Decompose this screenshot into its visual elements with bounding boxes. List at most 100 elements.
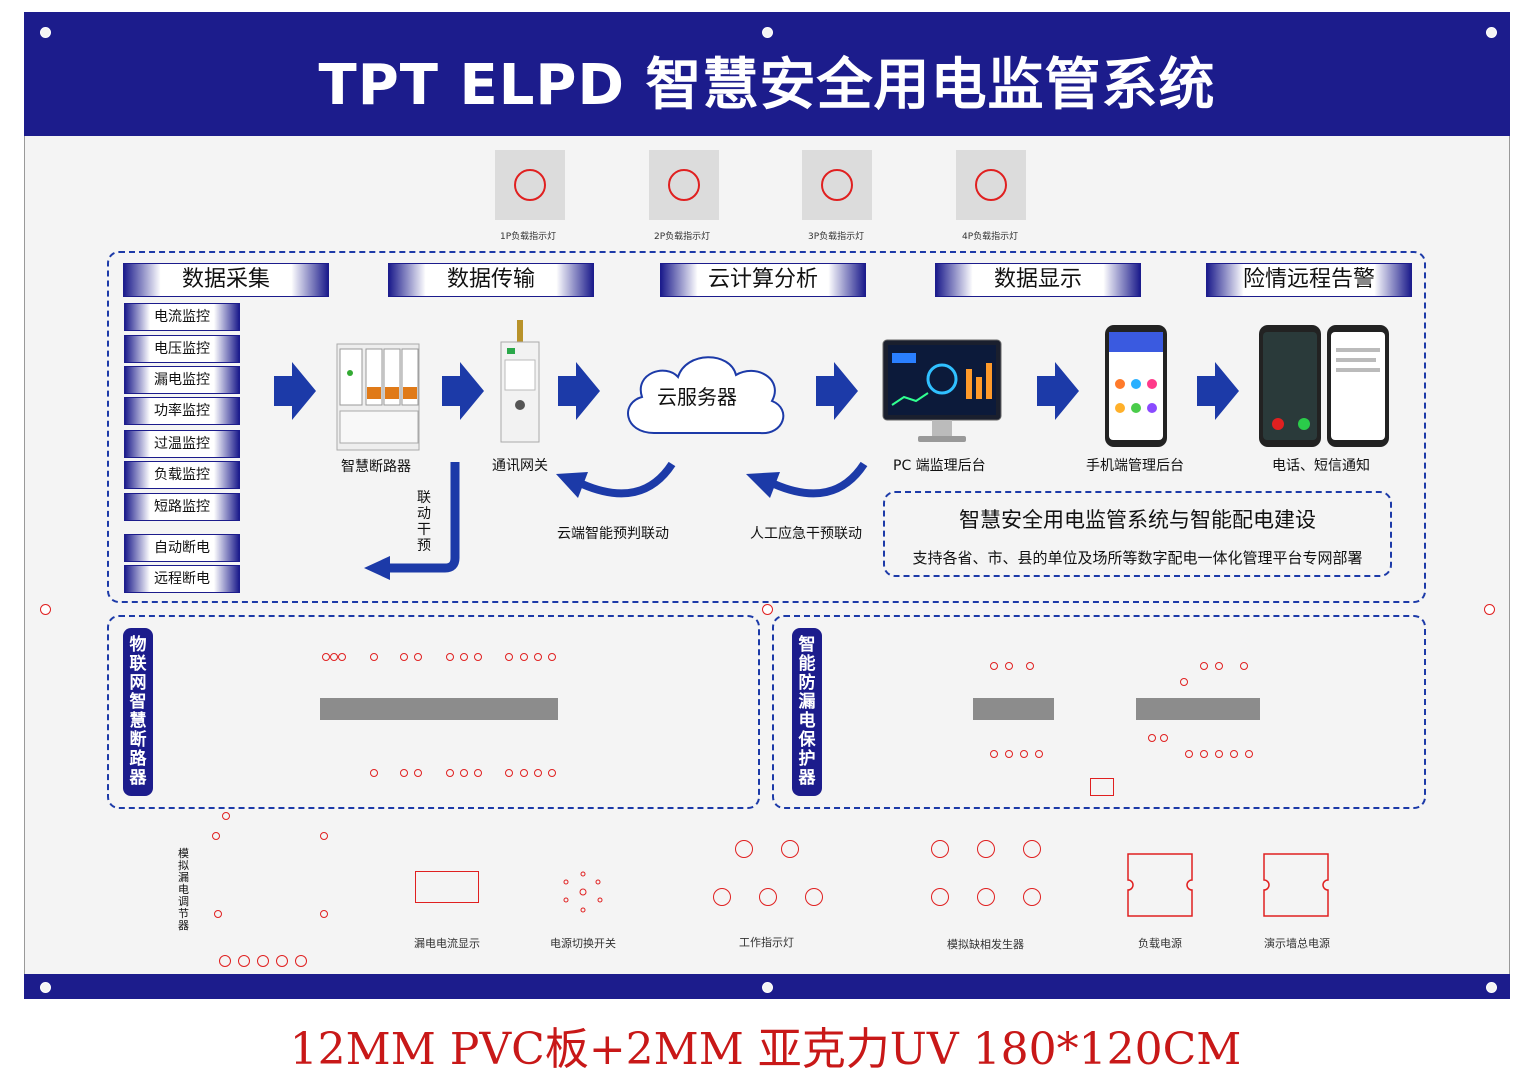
hole-dot <box>990 662 998 670</box>
sim-leak-label: 模拟漏电调节器 <box>178 847 189 932</box>
knob-hole <box>295 955 307 967</box>
mobile-phone-icon <box>1105 325 1167 447</box>
pc-monitor-icon <box>882 339 1002 442</box>
hole-dot <box>1215 662 1223 670</box>
hole-dot <box>214 910 222 918</box>
flow-arrow-icon <box>442 362 484 420</box>
monitor-auto-cutoff: 自动断电 <box>124 534 240 562</box>
hole-dot <box>1215 750 1223 758</box>
phase-hole <box>931 840 949 858</box>
hole-dot <box>400 769 408 777</box>
lamp-label: 3P负载指示灯 <box>808 232 865 242</box>
hole-dot <box>222 812 230 820</box>
hole-dot <box>212 832 220 840</box>
lamp-label: 1P负载指示灯 <box>500 232 557 242</box>
hole-dot <box>1020 750 1028 758</box>
pc-caption: PC 端监理后台 <box>893 458 986 474</box>
hole-dot <box>548 653 556 661</box>
din-rail-right <box>1136 698 1260 720</box>
hole-dot <box>520 769 528 777</box>
hole-dot <box>1005 750 1013 758</box>
stage-data-transmission: 数据传输 <box>388 263 594 297</box>
hole-dot <box>320 832 328 840</box>
smart-breaker-icon <box>336 343 420 451</box>
din-rail <box>320 698 558 720</box>
mount-hole <box>1486 982 1497 993</box>
leak-display-label: 漏电电流显示 <box>414 937 480 950</box>
cloud-predict-label: 云端智能预判联动 <box>557 526 669 542</box>
page-title: TPT ELPD 智慧安全用电监管系统 <box>318 53 1216 118</box>
hole-dot <box>414 769 422 777</box>
demo-power-label: 演示墙总电源 <box>1264 937 1330 950</box>
hole-dot <box>1180 678 1188 686</box>
lamp-circle <box>514 169 546 201</box>
hole-dot <box>474 769 482 777</box>
rotary-switch-icon <box>563 871 603 913</box>
hole-dot <box>1148 734 1156 742</box>
indicator-hole <box>713 888 731 906</box>
monitor-leakage: 漏电监控 <box>124 366 240 394</box>
lamp-2p <box>649 150 719 220</box>
knob-hole <box>276 955 288 967</box>
flow-arrow-icon <box>816 362 858 420</box>
info-box <box>883 491 1392 577</box>
phase-hole <box>977 840 995 858</box>
lamp-4p <box>956 150 1026 220</box>
hole-dot <box>446 653 454 661</box>
hole-dot <box>338 653 346 661</box>
gateway-icon <box>500 320 540 443</box>
return-arrow-icon <box>556 461 676 498</box>
hole-dot <box>370 769 378 777</box>
phase-hole <box>1023 840 1041 858</box>
phase-hole <box>1023 888 1041 906</box>
work-light-label: 工作指示灯 <box>739 936 794 949</box>
flow-section <box>107 251 1426 603</box>
mount-hole <box>762 604 773 615</box>
load-socket-icon <box>1127 853 1193 917</box>
hole-dot <box>474 653 482 661</box>
flow-arrow-icon <box>1037 362 1079 420</box>
hole-dot <box>1185 750 1193 758</box>
hole-dot <box>460 769 468 777</box>
hole-dot <box>1005 662 1013 670</box>
mobile-caption: 手机端管理后台 <box>1086 458 1184 474</box>
hole-dot <box>414 653 422 661</box>
load-power-label: 负载电源 <box>1138 937 1182 950</box>
anti-leak-label: 智能防漏电保护器 <box>792 628 822 796</box>
hole-dot <box>400 653 408 661</box>
monitor-shortcircuit: 短路监控 <box>124 493 240 521</box>
lamp-3p <box>802 150 872 220</box>
stage-data-display: 数据显示 <box>935 263 1141 297</box>
hole-dot <box>548 769 556 777</box>
hole-dot <box>1035 750 1043 758</box>
stage-data-collection: 数据采集 <box>123 263 329 297</box>
mount-hole <box>762 982 773 993</box>
phase-hole <box>977 888 995 906</box>
mount-hole <box>40 604 51 615</box>
din-rail-left <box>973 698 1054 720</box>
linkage-arrow-icon <box>364 462 460 580</box>
indicator-hole <box>735 840 753 858</box>
cloud-server-icon <box>627 356 785 435</box>
hole-dot <box>1240 662 1248 670</box>
lamp-label: 4P负载指示灯 <box>962 232 1019 242</box>
lamp-circle <box>975 169 1007 201</box>
lamp-1p <box>495 150 565 220</box>
indicator-hole <box>781 840 799 858</box>
hole-dot <box>322 653 330 661</box>
monitor-power: 功率监控 <box>124 397 240 425</box>
mount-hole <box>762 27 773 38</box>
lamp-label: 2P负载指示灯 <box>654 232 711 242</box>
linkage-label: 联动干预 <box>417 490 431 554</box>
monitor-overtemp: 过温监控 <box>124 430 240 458</box>
flow-arrow-icon <box>1197 362 1239 420</box>
iot-breaker-label: 物联网智慧断路器 <box>123 628 153 796</box>
info-subtitle: 支持各省、市、县的单位及场所等数字配电一体化管理平台专网部署 <box>912 549 1363 567</box>
hole-dot <box>460 653 468 661</box>
hole-dot <box>330 653 338 661</box>
hole-dot <box>505 769 513 777</box>
mount-hole <box>1486 27 1497 38</box>
hole-dot <box>320 910 328 918</box>
iot-breaker-panel <box>107 615 760 809</box>
footer-spec: 12MM PVC板+2MM 亚克力UV 180*120CM <box>289 1024 1242 1075</box>
